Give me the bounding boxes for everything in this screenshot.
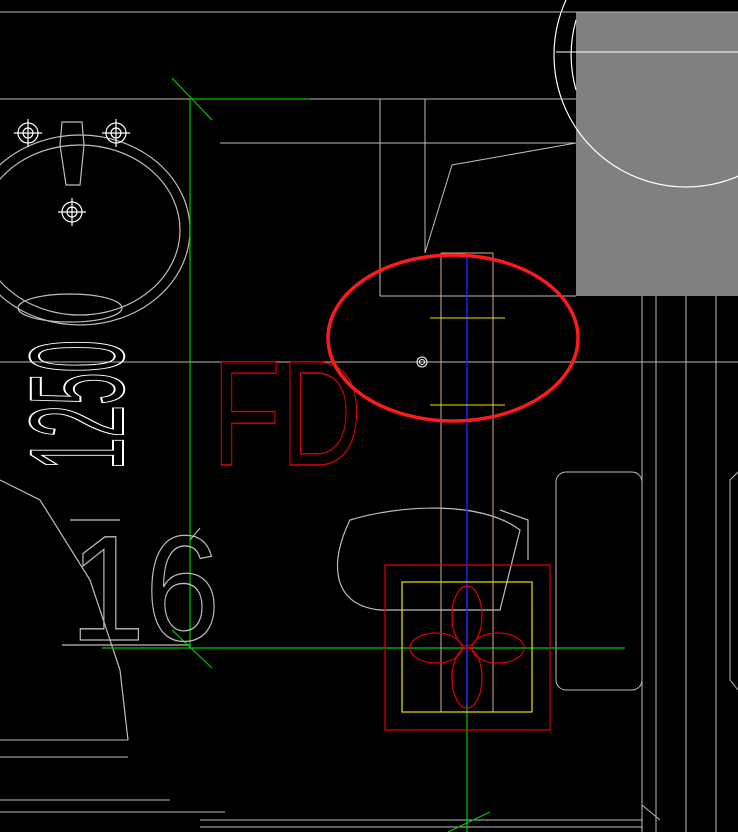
floor-drain [384, 564, 551, 731]
fd-label: FD [212, 329, 362, 497]
stair-number-label: 16 [70, 504, 220, 672]
grey-block [553, 0, 738, 296]
crosshair-icon [102, 119, 130, 147]
stair-number: 16 [69, 503, 220, 672]
dimension-text: 1250 [2, 339, 153, 471]
dimension-label: 1250 [3, 340, 152, 470]
toilet-outline [0, 479, 529, 741]
highlight-ellipse [326, 253, 580, 423]
crosshair-icon [14, 119, 42, 147]
column-circle [553, 0, 738, 188]
drain-icon [409, 585, 525, 709]
snap-marker-icon[interactable] [416, 356, 428, 368]
washbasin [0, 121, 191, 326]
pipe-lines [430, 252, 505, 712]
crosshair-icon [58, 198, 86, 226]
fixture-outline [555, 471, 643, 691]
